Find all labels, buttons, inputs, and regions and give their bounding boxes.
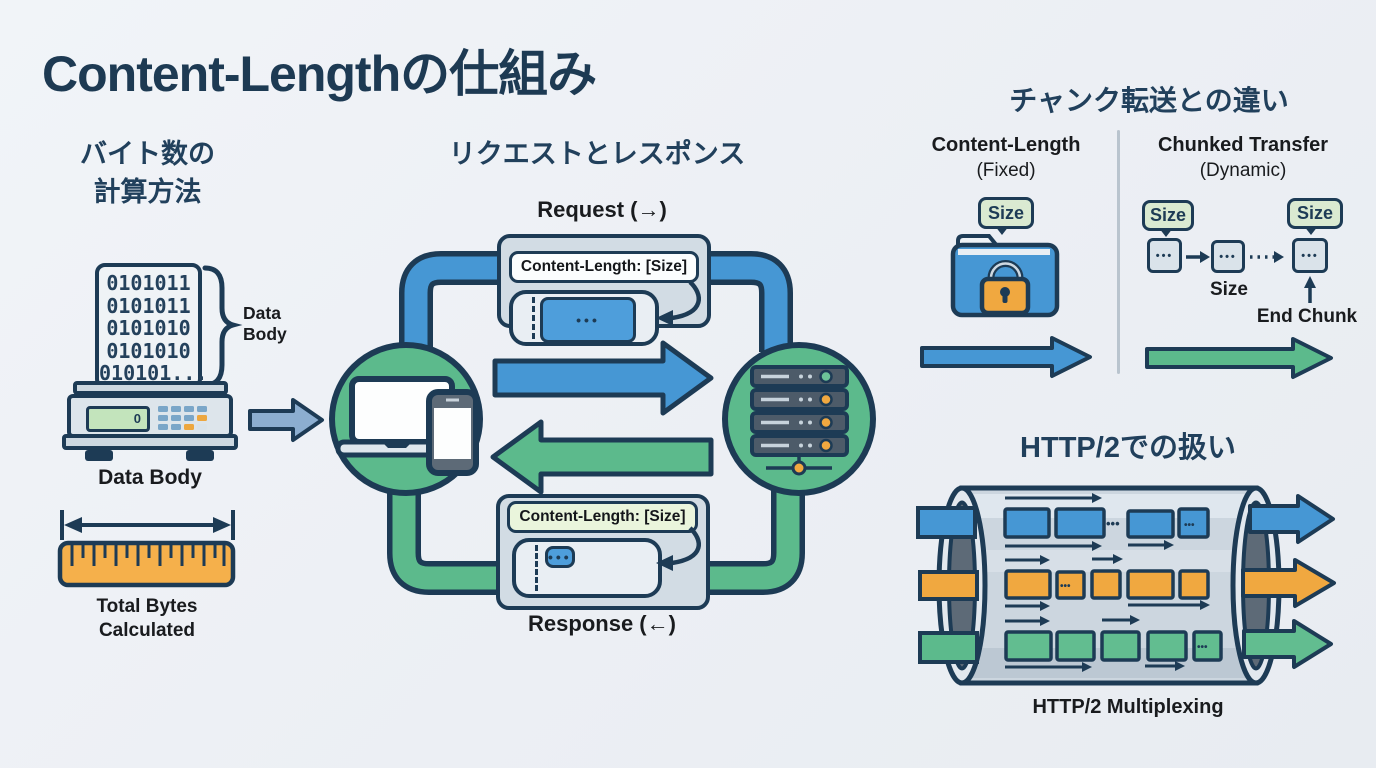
data-body-caption: Data Body	[98, 466, 202, 489]
ruler-caption: Total Bytes Calculated	[56, 595, 238, 643]
weigh-to-client-arrow	[248, 398, 324, 442]
orange-stream-chunks	[1004, 569, 1210, 600]
chunk-box-2: •••	[1211, 240, 1245, 273]
byte-calc-heading-line2: 計算方法	[93, 177, 202, 207]
green-stream-entry	[918, 631, 979, 664]
byte-calc-heading-line1: バイト数の	[80, 139, 215, 169]
end-chunk-label: End Chunk	[1256, 306, 1358, 327]
client-circle	[329, 342, 483, 496]
binary-line: 0101011	[106, 271, 191, 295]
binary-line: 0101011	[106, 293, 191, 318]
orange-stream-entry	[918, 570, 979, 601]
page-title: Content-Lengthの仕組み	[42, 46, 597, 102]
request-packet-body: •••	[540, 297, 636, 343]
brace-label-line2: Body	[243, 324, 287, 344]
content-length-col-title: Content-Length	[931, 134, 1081, 156]
response-packet-body: •••	[545, 546, 575, 568]
request-arrow	[492, 340, 714, 416]
scale-foot	[186, 450, 214, 461]
ruler-caption-line1: Total Bytes	[96, 596, 198, 617]
http2-tunnel: ••• ••• ••• •••	[916, 485, 1336, 686]
size-badge-chunk1: Size	[1142, 200, 1194, 237]
chunked-heading: チャンク転送との違い	[1009, 85, 1289, 116]
chunk-box-1: •••	[1147, 238, 1182, 273]
green-chunk-dots: •••	[1197, 642, 1208, 653]
badge-pointer	[995, 226, 1009, 235]
orange-stream-exit-arrow	[1241, 558, 1336, 608]
content-length-col-subtitle: (Fixed)	[976, 160, 1036, 181]
blue-stream-exit-arrow	[1248, 494, 1335, 544]
badge-pointer	[1304, 226, 1318, 235]
size-badge-text: Size	[987, 202, 1025, 223]
req-res-heading: リクエストとレスポンス	[448, 139, 746, 169]
size-badge-folder: Size	[978, 197, 1034, 235]
request-label: Request (→)	[537, 197, 667, 222]
orange-chunk-dots: •••	[1060, 581, 1071, 592]
ruler-caption-line2: Calculated	[98, 620, 196, 641]
response-arrow	[490, 419, 714, 495]
scale-keypad	[158, 406, 210, 432]
brace-glyph	[202, 265, 243, 388]
byte-calc-heading: バイト数の 計算方法	[55, 135, 240, 211]
response-packet: •••	[512, 538, 662, 598]
response-label: Response (←)	[528, 611, 676, 636]
request-packet: •••	[509, 290, 659, 346]
binary-line: 0101010	[106, 316, 191, 340]
scale-display: 0	[86, 406, 150, 432]
green-stream-exit-arrow	[1242, 619, 1333, 669]
chunked-col-title: Chunked Transfer	[1157, 134, 1329, 156]
http2-caption: HTTP/2 Multiplexing	[1032, 696, 1224, 718]
chunk-link-arrows	[1186, 251, 1316, 303]
response-header-label: Content-Length: [Size]	[507, 501, 698, 533]
binary-data-document: 0101011 0101011 0101010 0101010 010101..…	[95, 263, 208, 389]
fixed-transfer-arrow	[920, 336, 1092, 378]
blue-row-dots: •••	[1106, 516, 1120, 531]
server-rack-icon	[750, 365, 849, 476]
blue-stream-chunks	[1003, 507, 1210, 539]
packet-boundary-dash	[532, 297, 535, 339]
tunnel-flow-arrows	[1005, 493, 1210, 672]
measure-arrow	[60, 510, 235, 540]
http2-heading: HTTP/2での扱い	[1020, 432, 1236, 464]
request-card: Content-Length: [Size] •••	[497, 234, 711, 346]
size-badge-end-chunk: Size	[1287, 198, 1343, 235]
binary-line: 0101010	[106, 338, 191, 363]
size-badge-text: Size	[1149, 205, 1187, 225]
binary-line: 010101...	[99, 361, 208, 385]
brace-label: Data Body	[243, 303, 323, 345]
green-stream-chunks	[1004, 630, 1223, 662]
size-badge-text: Size	[1296, 203, 1334, 223]
chunked-transfer-arrow	[1145, 337, 1333, 379]
scale-foot	[85, 450, 113, 461]
locked-folder-icon	[950, 234, 1060, 318]
request-header-label: Content-Length: [Size]	[509, 251, 699, 283]
packet-boundary-dash	[535, 545, 538, 591]
server-circle	[722, 342, 876, 496]
brace-label-line1: Data	[243, 303, 281, 323]
scale-base	[62, 434, 238, 450]
ruler-icon	[57, 540, 236, 588]
size-label-middle: Size	[1209, 279, 1249, 300]
chunked-col-subtitle: (Dynamic)	[1199, 160, 1287, 181]
scale-platform	[73, 381, 228, 395]
phone-icon	[426, 389, 479, 476]
response-card: Content-Length: [Size] •••	[496, 494, 710, 610]
blue-stream-entry	[916, 506, 977, 539]
column-divider	[1117, 130, 1120, 374]
badge-pointer	[1159, 228, 1173, 237]
blue-chunk-dots: •••	[1184, 520, 1195, 531]
chunk-box-end: •••	[1292, 238, 1328, 273]
